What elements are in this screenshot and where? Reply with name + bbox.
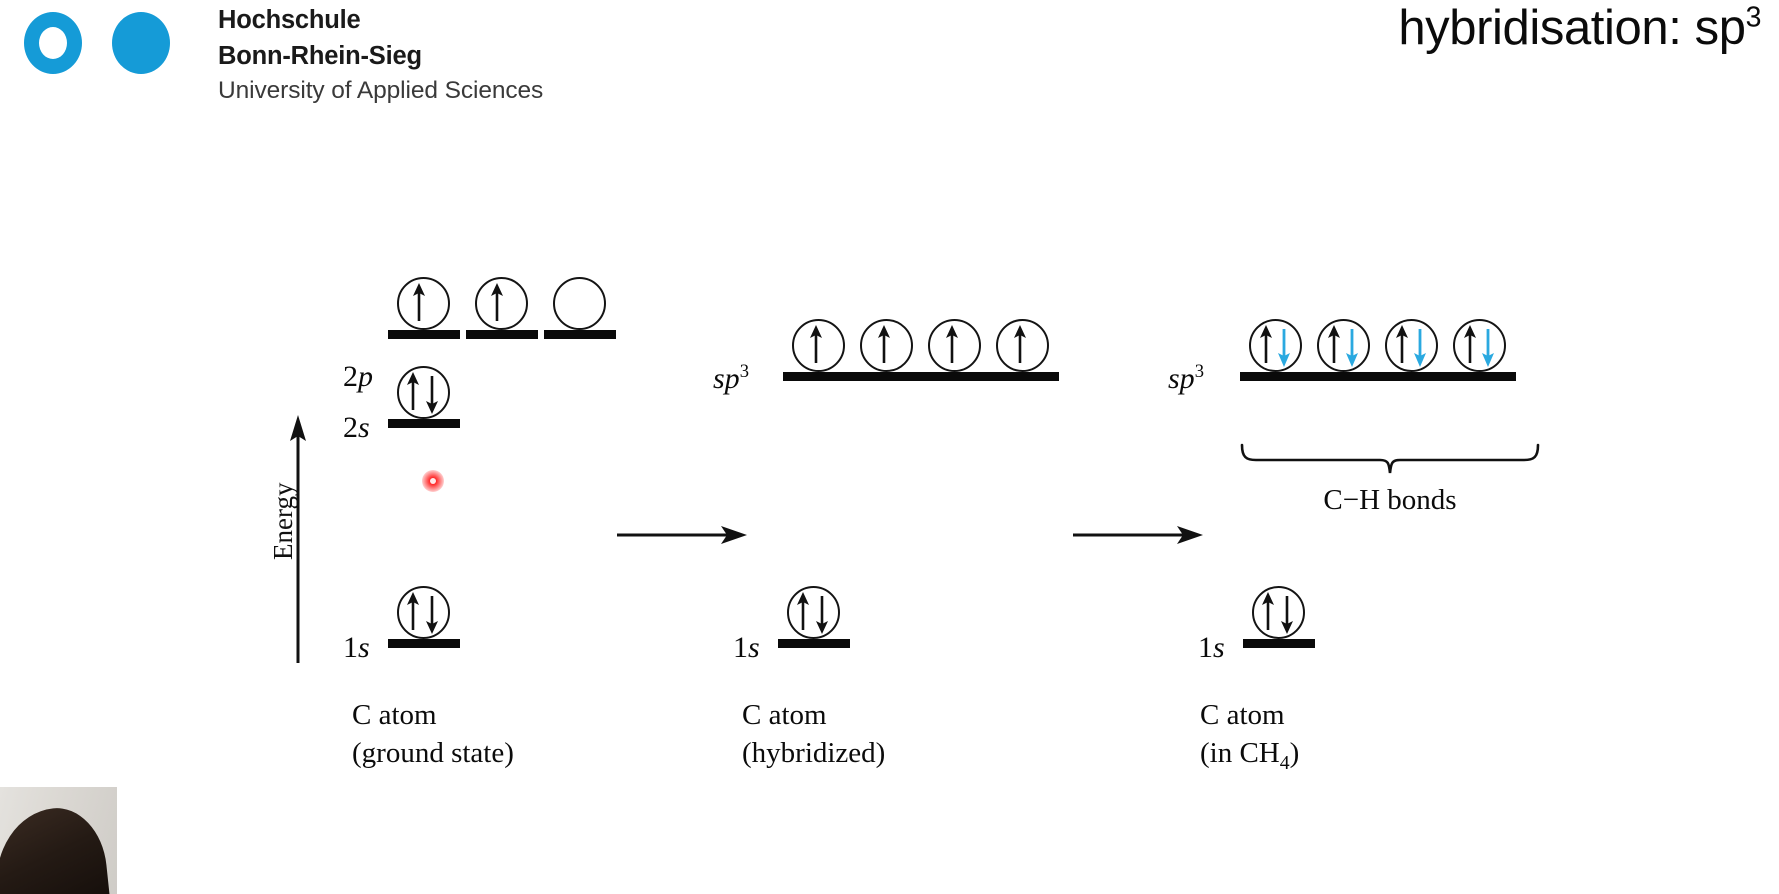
shell-label-sp3: sp3 bbox=[1168, 361, 1204, 395]
orbital-level-bar bbox=[987, 372, 1059, 381]
orbital-level-bar bbox=[778, 639, 850, 648]
university-logo-text: Hochschule Bonn-Rhein-Sieg University of… bbox=[218, 2, 543, 109]
slide-title-text: hybridisation: sp bbox=[1398, 1, 1746, 55]
caption-line-1: C atom bbox=[1200, 699, 1285, 731]
orbital-level-bar bbox=[783, 372, 855, 381]
university-logo-block: Hochschule Bonn-Rhein-Sieg University of… bbox=[0, 0, 648, 118]
webcam-video-overlay[interactable] bbox=[0, 787, 117, 894]
spin-pair-bond-arrows-icon bbox=[1464, 325, 1494, 367]
shell-label-2p: 2p bbox=[343, 360, 373, 393]
orbital-level-bar bbox=[1444, 372, 1516, 381]
slide-title-superscript: 3 bbox=[1745, 1, 1762, 34]
shell-label-1s: 1s bbox=[1198, 631, 1225, 664]
energy-axis-label: Energy bbox=[268, 482, 298, 560]
ch-bonds-label: C−H bonds bbox=[1323, 484, 1457, 516]
shell-label-2s: 2s bbox=[343, 411, 370, 444]
step-arrow-1-icon bbox=[617, 526, 747, 544]
orbital-circle bbox=[996, 319, 1049, 372]
logo-dot-icon bbox=[112, 12, 170, 74]
spin-pair-arrows-icon bbox=[797, 592, 828, 634]
caption-line-2: (hybridized) bbox=[742, 737, 886, 770]
spin-up-arrow-icon bbox=[1014, 325, 1026, 363]
orbital-level-bar bbox=[1376, 372, 1448, 381]
orbital-circle bbox=[1385, 319, 1438, 372]
panel-caption-in-ch4: C atom (in CH4) bbox=[1200, 696, 1299, 773]
spin-pair-bond-arrows-icon bbox=[1396, 325, 1426, 367]
spin-up-arrow-icon bbox=[413, 283, 425, 321]
step-arrow-2-icon bbox=[1073, 526, 1203, 544]
spin-pair-arrows-icon bbox=[407, 592, 438, 634]
orbital-circle bbox=[475, 277, 528, 330]
orbital-level-bar bbox=[919, 372, 991, 381]
spin-up-arrow-icon bbox=[491, 283, 503, 321]
spin-up-arrow-icon bbox=[946, 325, 958, 363]
caption-ch4-pre: (in CH bbox=[1200, 737, 1280, 770]
logo-line-1: Hochschule bbox=[218, 6, 361, 34]
spin-up-arrow-icon bbox=[878, 325, 890, 363]
laser-pointer-dot bbox=[422, 470, 444, 492]
orbital-circle bbox=[1249, 319, 1302, 372]
spin-pair-arrows-icon bbox=[1262, 592, 1293, 634]
orbital-level-bar bbox=[388, 330, 460, 339]
orbital-circle bbox=[397, 586, 450, 639]
spin-pair-bond-arrows-icon bbox=[1328, 325, 1358, 367]
orbital-circle bbox=[1252, 586, 1305, 639]
shell-label-1s: 1s bbox=[733, 631, 760, 664]
spin-pair-arrows-icon bbox=[407, 372, 438, 414]
panel-caption-hybridized: C atom (hybridized) bbox=[742, 696, 885, 773]
curly-brace-icon bbox=[1240, 443, 1540, 474]
shell-label-1s: 1s bbox=[343, 631, 370, 664]
orbital-circle bbox=[928, 319, 981, 372]
orbital-level-bar bbox=[388, 639, 460, 648]
orbital-level-bar bbox=[466, 330, 538, 339]
panel-caption-ground-state: C atom (ground state) bbox=[352, 696, 514, 773]
orbital-circle bbox=[787, 586, 840, 639]
orbital-level-bar bbox=[388, 419, 460, 428]
orbital-level-bar bbox=[1243, 639, 1315, 648]
orbital-circle bbox=[1317, 319, 1370, 372]
orbital-circle bbox=[397, 366, 450, 419]
shell-label-sp3: sp3 bbox=[713, 361, 749, 395]
logo-line-2: Bonn-Rhein-Sieg bbox=[218, 42, 422, 71]
orbital-circle bbox=[397, 277, 450, 330]
orbital-level-bar bbox=[544, 330, 616, 339]
caption-line-2: (in CH4) bbox=[1200, 734, 1300, 775]
spin-up-arrow-icon bbox=[810, 325, 822, 363]
orbital-level-bar bbox=[1240, 372, 1312, 381]
orbital-circle bbox=[860, 319, 913, 372]
orbital-circle-empty bbox=[553, 277, 606, 330]
slide-title: hybridisation: sp3 bbox=[1398, 0, 1761, 56]
orbital-circle bbox=[792, 319, 845, 372]
caption-ch4-post: ) bbox=[1289, 737, 1300, 770]
energy-axis-arrow-icon bbox=[290, 415, 306, 663]
caption-line-1: C atom bbox=[742, 699, 827, 731]
orbital-circle bbox=[1453, 319, 1506, 372]
caption-line-1: C atom bbox=[352, 699, 437, 731]
caption-ch4-sub: 4 bbox=[1279, 752, 1290, 775]
caption-line-2: (ground state) bbox=[352, 737, 514, 770]
logo-line-3: University of Applied Sciences bbox=[218, 77, 544, 105]
orbital-level-bar bbox=[1308, 372, 1380, 381]
spin-pair-bond-arrows-icon bbox=[1260, 325, 1290, 367]
orbital-level-bar bbox=[851, 372, 923, 381]
